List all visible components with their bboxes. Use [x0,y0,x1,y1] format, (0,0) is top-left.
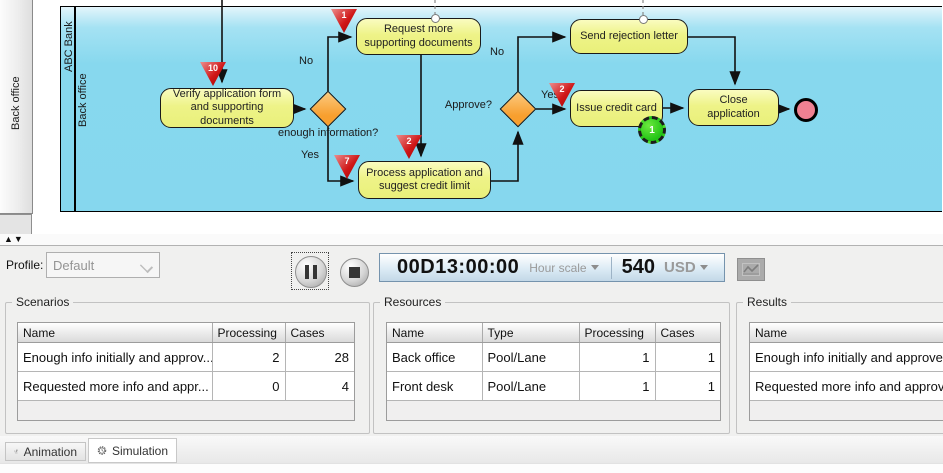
time-scale-dropdown[interactable]: Hour scale [529,260,587,275]
cell-cases[interactable]: 28 [285,342,354,372]
cell-name[interactable]: Enough info initially and approv... [18,342,213,372]
column-header[interactable]: Processing [579,323,656,343]
table-row[interactable]: Enough info initially and approv... 2 28 [18,342,354,372]
cell-type[interactable]: Pool/Lane [482,342,580,372]
table-row[interactable]: Requested more info and approve [750,371,943,401]
tab-animation[interactable]: Animation [5,442,86,461]
expand-arrow-icon[interactable]: ▼ [13,234,24,244]
cell-name[interactable]: Enough info initially and approved [750,342,943,372]
end-event[interactable] [794,98,818,122]
task-process-application[interactable]: Process application and suggest credit l… [358,161,491,199]
tab-label: Simulation [111,443,168,458]
panel-splitter[interactable]: ▲▼ [0,234,943,245]
table-row[interactable]: Front desk Pool/Lane 1 1 [387,371,720,401]
cell-cases[interactable]: 1 [655,342,720,372]
chevron-down-icon [139,259,154,274]
message-port-icon [431,14,440,23]
task-verify-application[interactable]: Verify application form and supporting d… [160,88,294,128]
column-header[interactable]: Processing [212,323,286,343]
diagram-canvas[interactable]: ABC Bank Back office Verify application … [60,0,943,213]
pause-icon [305,265,309,279]
task-request-more-documents[interactable]: Request more supporting documents [356,18,481,55]
resources-table[interactable]: Name Type Processing Cases Back office P… [386,322,721,421]
task-issue-credit-card[interactable]: Issue credit card [570,90,663,127]
cell-processing[interactable]: 1 [579,371,656,401]
table-row[interactable]: Requested more info and appr... 0 4 [18,371,354,401]
column-header[interactable]: Name [387,323,483,343]
cost-amount: 540 [621,256,655,278]
scenarios-group: Scenarios Name Processing Cases Enough i… [5,295,370,434]
scenarios-table[interactable]: Name Processing Cases Enough info initia… [17,322,355,421]
resources-group: Resources Name Type Processing Cases Bac… [373,295,730,434]
cell-cases[interactable]: 4 [285,371,354,401]
pause-icon [313,265,317,279]
simulation-clock: 00D13:00:00 Hour scale 540 USD [379,253,725,282]
flow-label-no: No [299,55,314,67]
pause-button-focus-ring [291,252,329,290]
processing-token-icon: 1 [638,116,666,144]
profile-value: Default [53,257,95,273]
runner-icon [14,449,18,454]
currency-dropdown[interactable]: USD [663,259,696,276]
column-header[interactable]: Name [750,323,943,343]
cell-name[interactable]: Front desk [387,371,483,401]
table-row[interactable]: Back office Pool/Lane 1 1 [387,342,720,372]
column-header[interactable]: Type [482,323,580,343]
table-row[interactable]: Enough info initially and approved [750,342,943,372]
stop-icon [349,267,360,278]
gear-icon [97,446,107,455]
cell-name[interactable]: Requested more info and approve [750,371,943,401]
clock-time: 00D13:00:00 [397,256,520,278]
gateway-label-approve: Approve? [444,99,492,111]
column-header[interactable]: Cases [655,323,720,343]
column-header[interactable]: Cases [285,323,354,343]
task-send-rejection-letter[interactable]: Send rejection letter [570,19,688,54]
clock-divider [610,256,612,279]
gateway-approve[interactable] [499,90,537,128]
chart-button[interactable] [737,258,765,281]
profile-label: Profile: [6,258,44,272]
profile-select[interactable]: Default [46,252,160,278]
resources-title: Resources [380,295,446,309]
collapsed-panel-label: Back office [10,76,22,130]
cell-processing[interactable]: 0 [212,371,286,401]
gateway-diamond-icon [499,90,537,128]
column-header[interactable]: Name [18,323,213,343]
cell-cases[interactable]: 1 [655,371,720,401]
cell-name[interactable]: Back office [387,342,483,372]
flow-label-yes: Yes [301,149,319,161]
results-table[interactable]: Name Enough info initially and approved … [749,322,943,421]
tab-label: Animation [23,444,77,459]
status-strip [0,463,943,473]
scroll-corner [0,214,32,235]
message-port-icon [639,15,648,24]
cell-type[interactable]: Pool/Lane [482,371,580,401]
gateway-diamond-icon [309,90,347,128]
tab-simulation[interactable]: Simulation [88,438,177,463]
collapse-arrow-icon[interactable]: ▲ [4,234,14,244]
cell-processing[interactable]: 1 [579,342,656,372]
cell-name[interactable]: Requested more info and appr... [18,371,213,401]
simulation-panel: Profile: Default 00D13:00:00 Hour scale … [0,245,943,437]
chevron-down-icon[interactable] [699,265,708,270]
chart-icon [742,263,760,276]
pool-lane-divider [74,6,76,212]
results-group: Results Name Enough info initially and a… [736,295,943,434]
task-close-application[interactable]: Close application [688,89,779,126]
gateway-enough-information[interactable] [309,90,347,128]
scenarios-title: Scenarios [12,295,74,309]
chevron-down-icon[interactable] [590,265,599,270]
flow-label-no: No [490,46,505,58]
results-title: Results [743,295,792,309]
gateway-label-enough-information: enough information? [278,127,379,139]
pause-button[interactable] [295,256,327,288]
stop-button[interactable] [340,258,369,287]
cell-processing[interactable]: 2 [212,342,286,372]
collapsed-panel-back-office[interactable]: Back office [0,0,33,214]
